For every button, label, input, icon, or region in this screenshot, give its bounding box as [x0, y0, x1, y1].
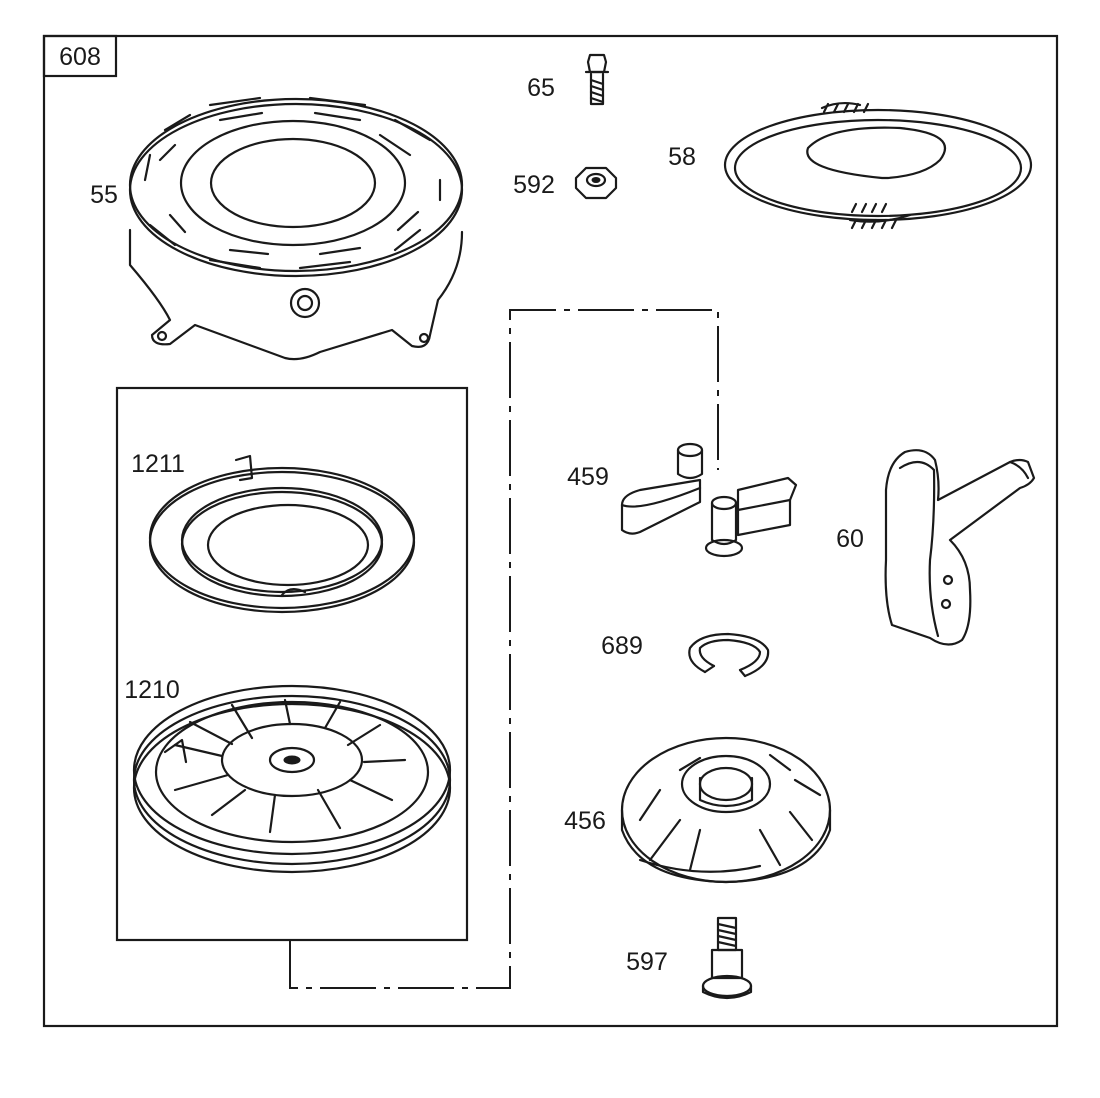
- diagram-frame: [42, 34, 1059, 1028]
- assembly-number: 608: [59, 43, 101, 71]
- part-number-689: 689: [601, 632, 643, 660]
- ratchet-icon[interactable]: [620, 736, 832, 884]
- part-number-1211: 1211: [131, 450, 185, 478]
- part-number-60: 60: [836, 525, 864, 553]
- assembly-number-box: 608: [42, 34, 118, 78]
- kit-group-box: [115, 386, 469, 942]
- part-number-459: 459: [567, 463, 609, 491]
- part-number-1210: 1210: [124, 676, 180, 704]
- part-number-65: 65: [527, 74, 555, 102]
- starter-rope-icon[interactable]: [723, 101, 1033, 230]
- part-number-592: 592: [513, 171, 555, 199]
- pulley-icon[interactable]: [132, 684, 452, 874]
- screw-icon[interactable]: [584, 53, 610, 106]
- kit-connector-lines: [289, 309, 719, 989]
- hex-nut-icon[interactable]: [574, 166, 618, 200]
- blower-housing-icon[interactable]: [128, 96, 464, 361]
- recoil-spring-icon[interactable]: [148, 454, 416, 614]
- part-number-55: 55: [90, 181, 118, 209]
- handle-icon[interactable]: [884, 449, 1036, 646]
- part-number-58: 58: [668, 143, 696, 171]
- part-number-456: 456: [564, 807, 606, 835]
- part-number-597: 597: [626, 948, 668, 976]
- retainer-ring-icon[interactable]: [688, 632, 770, 678]
- shoulder-screw-icon[interactable]: [701, 916, 753, 1000]
- pawl-icon[interactable]: [620, 442, 798, 558]
